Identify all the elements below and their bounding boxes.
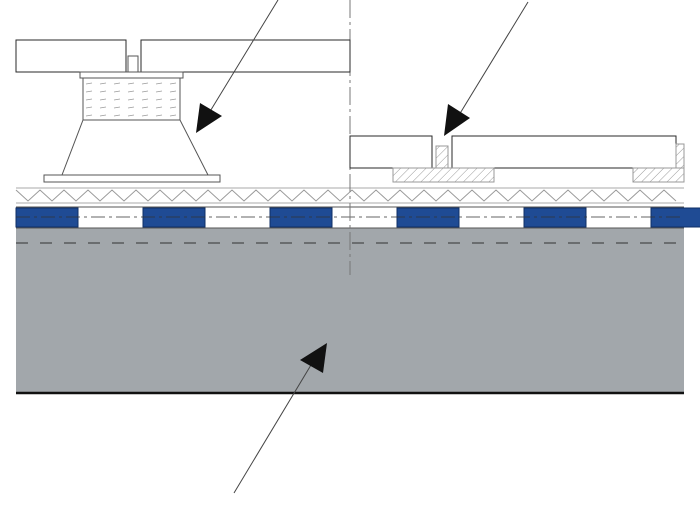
insulation-blocks — [15, 207, 700, 228]
pedestal-adjust-column — [82, 77, 181, 121]
insulation-block — [650, 207, 700, 228]
leader-arrow-spacer — [444, 1, 529, 136]
paving-slab-right-b — [451, 135, 677, 169]
support-pad-right-edge — [675, 143, 685, 169]
support-pad-right-b — [632, 167, 685, 183]
drainage-mat-zigzag — [15, 189, 677, 202]
insulation-block — [269, 207, 333, 228]
paving-slab-left-b — [140, 39, 351, 73]
paving-slab-left-a — [15, 39, 127, 73]
insulation-block — [142, 207, 206, 228]
pedestal-head-plate — [79, 71, 184, 79]
support-pad-right-a — [392, 167, 495, 183]
paving-slab-right-a — [349, 135, 433, 169]
concrete-slab — [16, 228, 684, 393]
leader-arrow-pedestal — [196, 0, 279, 133]
insulation-block — [523, 207, 587, 228]
insulation-block — [396, 207, 460, 228]
pedestal-spacer — [127, 55, 139, 73]
pedestal-base-cone — [61, 119, 209, 176]
joint-spacer-right — [435, 145, 449, 169]
leader-arrow-slab — [233, 343, 327, 494]
pedestal-foot-plate — [43, 174, 221, 183]
insulation-block — [15, 207, 79, 228]
